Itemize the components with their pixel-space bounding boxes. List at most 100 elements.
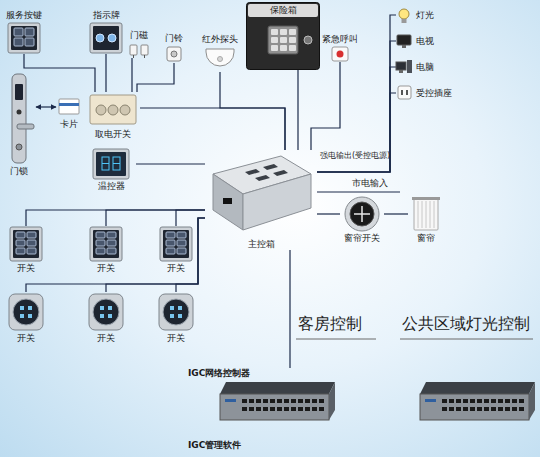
icon-part — [96, 105, 106, 115]
device-label: 红外探头 — [202, 34, 238, 45]
icon-part — [337, 51, 344, 58]
device-label: 开关 — [97, 263, 115, 274]
connector — [317, 213, 340, 214]
device-label: 开关 — [167, 263, 185, 274]
icon-part — [163, 230, 189, 258]
device-node: 保险箱 — [246, 2, 320, 70]
connector — [317, 15, 396, 172]
device-node: 开关 — [6, 226, 46, 274]
switch-led — [425, 399, 436, 402]
icon-part — [280, 37, 287, 43]
icon-part — [273, 170, 288, 176]
sw1-icon — [156, 226, 196, 262]
icon-part — [434, 201, 435, 228]
icon-part — [160, 227, 192, 261]
icon-part — [304, 36, 312, 44]
device-label: 温控器 — [98, 181, 125, 192]
icon-part — [289, 29, 296, 35]
device-label: 门锁 — [10, 166, 28, 177]
icon-part — [177, 248, 186, 254]
device-label: 电视 — [416, 36, 434, 47]
heading-underline — [296, 339, 376, 340]
icon-part — [96, 34, 104, 42]
icon-part — [25, 38, 34, 46]
device-label: 电脑 — [416, 62, 434, 73]
sw2-icon — [156, 292, 196, 332]
icon-part — [93, 149, 129, 179]
icon-part — [10, 227, 42, 261]
annotation-label: 公共区域灯光控制 — [402, 314, 530, 333]
icon-part — [345, 197, 379, 231]
device-node: 开关 — [86, 226, 126, 274]
switch-side — [529, 382, 535, 420]
icon-part — [220, 394, 329, 420]
icon-part — [100, 314, 104, 318]
icon-part — [397, 35, 411, 45]
sw1-icon — [6, 226, 46, 262]
icon-part — [399, 70, 403, 73]
icon-part — [96, 152, 126, 176]
sock-icon — [396, 84, 412, 102]
icon-part — [28, 314, 32, 318]
icon-part — [332, 47, 348, 61]
icon-part — [418, 201, 419, 228]
icon-part — [17, 110, 22, 115]
curtain-icon — [408, 196, 444, 232]
icon-part — [218, 57, 223, 62]
connector — [311, 62, 340, 150]
icon-part — [102, 163, 120, 164]
icon-part — [399, 9, 409, 19]
connector — [137, 63, 174, 92]
igc-icon — [220, 380, 335, 424]
device-node: 窗帘 — [408, 196, 444, 244]
device-node: IGC网络控制器 IGC管理软件 — [175, 368, 340, 454]
device-label: IGC管理软件 — [188, 440, 241, 451]
icon-part — [220, 382, 335, 394]
device-label: 开关 — [17, 333, 35, 344]
icon-part — [248, 4, 318, 17]
device-node: 电视 — [396, 30, 437, 52]
icon-part — [170, 306, 174, 310]
icon-part — [16, 232, 25, 238]
icon-part — [9, 294, 43, 330]
device-label: IGC网络控制器 — [188, 368, 250, 379]
device-node: 开关 — [156, 292, 196, 344]
icon-part — [177, 232, 186, 238]
icon-part — [412, 197, 440, 200]
icon-part — [93, 230, 119, 258]
icon-part — [96, 240, 105, 246]
pc-icon — [396, 58, 412, 76]
device-node: 主控箱 — [205, 150, 317, 250]
icon-part — [398, 86, 411, 99]
icon-part — [15, 84, 23, 100]
icon-part — [401, 90, 403, 95]
mains-input-wire — [317, 191, 400, 192]
device-label: 指示牌 — [93, 10, 120, 21]
device-label: 开关 — [17, 263, 35, 274]
device-label: 窗帘开关 — [344, 233, 380, 244]
pir-icon — [198, 46, 242, 72]
icon-part — [130, 45, 137, 55]
icon-part — [178, 314, 182, 318]
icon-part — [59, 103, 79, 106]
icon-part — [271, 29, 278, 35]
device-node: 红外探头 — [198, 34, 242, 72]
sw1-icon — [86, 226, 126, 262]
network-switch — [420, 382, 535, 420]
device-node: 电脑 — [396, 56, 437, 78]
device-node: 开关 — [6, 292, 46, 344]
connector — [317, 67, 396, 172]
icon-part — [271, 45, 278, 51]
switch-top — [420, 382, 535, 394]
icon-part — [247, 3, 320, 70]
connector — [297, 70, 298, 150]
icon-part — [255, 175, 270, 181]
icon-part — [8, 23, 40, 53]
icon-part — [263, 164, 278, 170]
svc-icon — [2, 22, 46, 54]
device-node: 门锁 — [2, 72, 36, 177]
connector — [24, 54, 95, 92]
icon-part — [141, 45, 148, 55]
card-icon — [56, 96, 82, 118]
icon-part — [171, 51, 177, 57]
